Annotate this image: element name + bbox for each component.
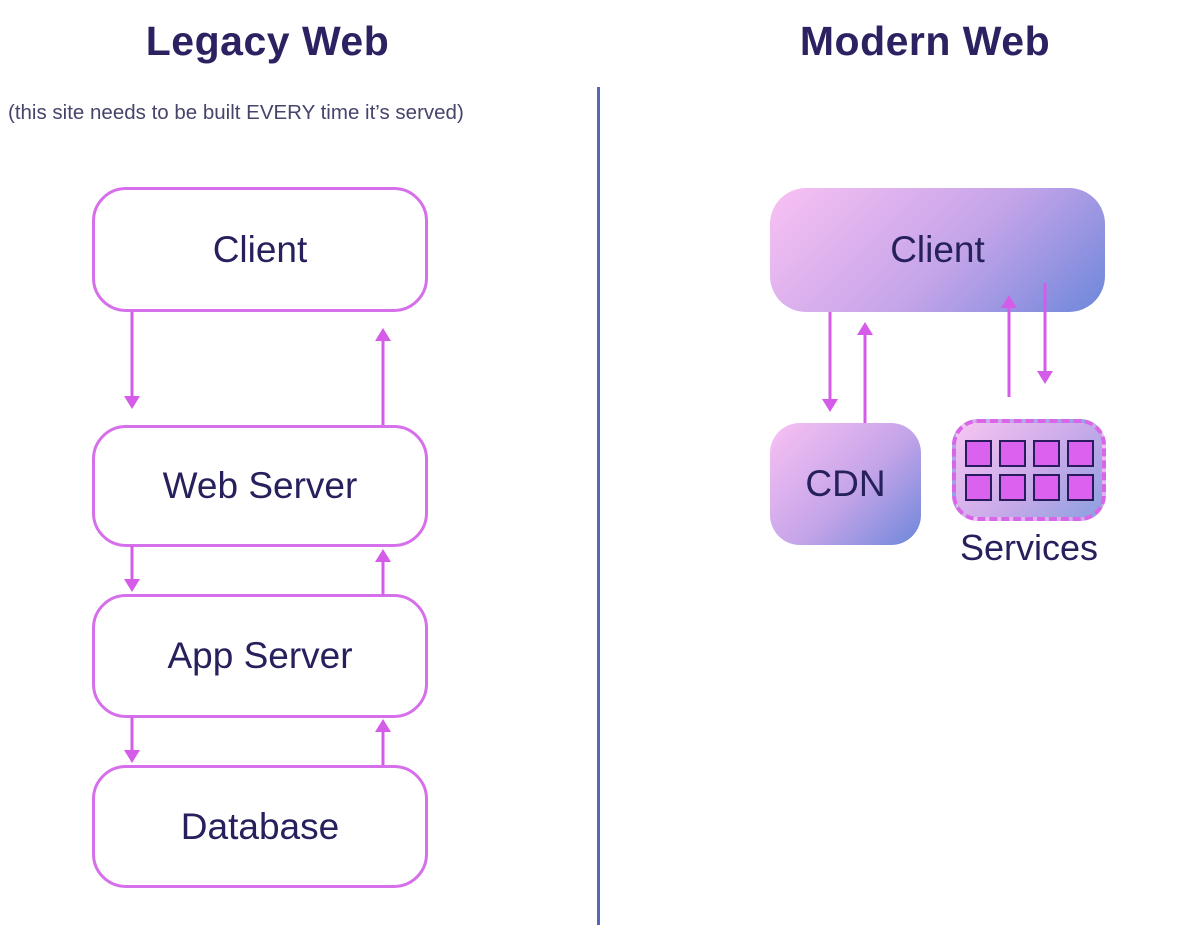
- legacy-client-node: Client: [92, 187, 428, 312]
- arrowhead-down-icon: [124, 750, 140, 763]
- service-module-icon: [964, 439, 992, 467]
- arrow-webserver-to-appserver-icon: [124, 546, 140, 592]
- legacy-database-node: Database: [92, 765, 428, 888]
- legacy-web-title: Legacy Web: [145, 18, 390, 64]
- arrow-line: [381, 339, 385, 425]
- arrow-line: [130, 312, 134, 398]
- legacy-app-server-node: App Server: [92, 594, 428, 718]
- service-module-icon: [964, 473, 992, 501]
- arrow-line: [130, 717, 134, 752]
- arrow-line: [828, 312, 832, 401]
- arrowhead-up-icon: [375, 549, 391, 562]
- arrow-database-to-appserver-icon: [375, 719, 391, 765]
- arrowhead-up-icon: [375, 719, 391, 732]
- arrowhead-down-icon: [822, 399, 838, 412]
- services-module-grid: [964, 439, 1094, 501]
- arrow-client-to-services-icon: [1037, 283, 1053, 384]
- arrow-cdn-to-client-icon: [857, 322, 873, 425]
- legacy-client-label: Client: [212, 228, 308, 270]
- modern-client-label: Client: [890, 229, 985, 270]
- legacy-web-server-node: Web Server: [92, 425, 428, 547]
- arrowhead-up-icon: [1001, 295, 1017, 308]
- arrow-line: [1007, 306, 1011, 397]
- modern-web-title: Modern Web: [799, 18, 1051, 64]
- modern-services-node: [952, 419, 1106, 521]
- arrow-services-to-client-icon: [1001, 295, 1017, 397]
- arrow-line: [1043, 283, 1047, 373]
- arrow-line: [863, 333, 867, 425]
- service-module-icon: [1066, 473, 1094, 501]
- arrow-line: [130, 546, 134, 581]
- arrowhead-up-icon: [375, 328, 391, 341]
- services-label: Services: [959, 527, 1099, 568]
- arrow-appserver-to-database-icon: [124, 717, 140, 763]
- arrow-line: [381, 730, 385, 765]
- arrowhead-down-icon: [124, 579, 140, 592]
- service-module-icon: [1032, 473, 1060, 501]
- arrow-client-to-webserver-icon: [124, 312, 140, 409]
- service-module-icon: [1066, 439, 1094, 467]
- panel-divider-line: [597, 87, 600, 925]
- legacy-app-server-label: App Server: [167, 635, 353, 676]
- service-module-icon: [998, 473, 1026, 501]
- arrow-line: [381, 560, 385, 595]
- arrowhead-up-icon: [857, 322, 873, 335]
- legacy-web-server-label: Web Server: [162, 465, 358, 506]
- arrow-client-to-cdn-icon: [822, 312, 838, 412]
- modern-cdn-node: CDN: [770, 423, 921, 545]
- legacy-database-label: Database: [180, 805, 340, 847]
- arrow-appserver-to-webserver-icon: [375, 549, 391, 595]
- modern-client-node: Client: [770, 188, 1105, 312]
- arrowhead-down-icon: [1037, 371, 1053, 384]
- legacy-subtitle: (this site needs to be built EVERY time …: [8, 101, 464, 124]
- arrow-webserver-to-client-icon: [375, 328, 391, 425]
- modern-cdn-label: CDN: [805, 463, 886, 504]
- service-module-icon: [1032, 439, 1060, 467]
- service-module-icon: [998, 439, 1026, 467]
- arrowhead-down-icon: [124, 396, 140, 409]
